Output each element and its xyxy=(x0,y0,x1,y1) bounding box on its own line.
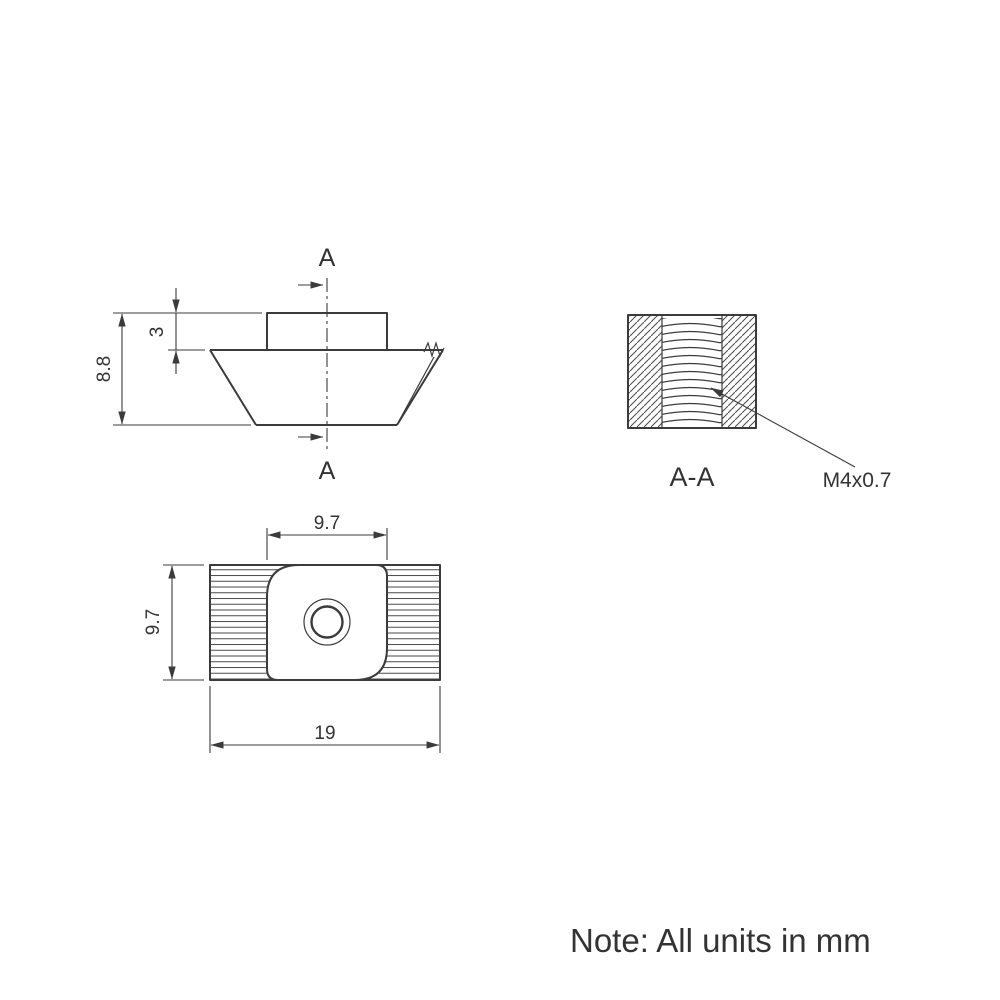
thread-hole-circle xyxy=(310,605,344,639)
section-view-label: A-A xyxy=(669,462,714,492)
top-view: 9.7 9.7 19 xyxy=(143,513,441,753)
thread-callout-leader xyxy=(710,387,856,468)
section-label-top: A xyxy=(319,244,336,272)
front-view: A A 8.8 3 xyxy=(94,244,445,485)
dim-text-overall-length: 19 xyxy=(314,723,335,744)
front-left-slant-edge xyxy=(209,349,257,426)
section-outline xyxy=(627,314,757,429)
section-label-bottom: A xyxy=(319,457,336,485)
dim-text-boss-width: 9.7 xyxy=(314,513,340,534)
thread-relief-zigzag xyxy=(423,340,445,359)
dim-text-boss-height: 3 xyxy=(147,327,168,338)
top-view-outline xyxy=(209,564,441,681)
front-boss-outline xyxy=(266,312,388,350)
thread-callout-text: M4x0.7 xyxy=(823,469,892,492)
thread-coil-lines xyxy=(662,318,722,426)
dim-text-body-width: 9.7 xyxy=(143,609,164,635)
dim-text-overall-height: 8.8 xyxy=(94,356,115,382)
units-note: Note: All units in mm xyxy=(570,922,871,959)
thread-runout-line xyxy=(398,356,435,422)
section-view: A-A M4x0.7 xyxy=(627,314,892,492)
front-right-slant-edge xyxy=(396,349,444,426)
